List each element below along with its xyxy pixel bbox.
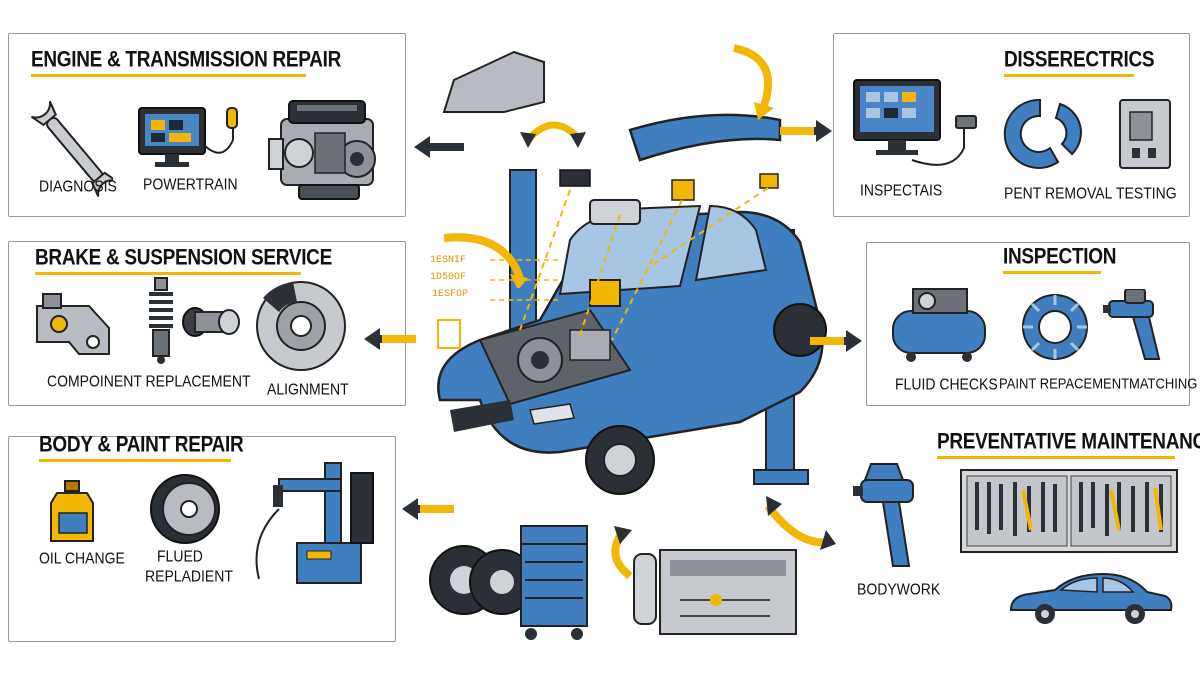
arrow-curved-top xyxy=(728,40,788,120)
callout-label-2: 1D50OF xyxy=(430,272,467,283)
arrow-right-inspection xyxy=(808,328,864,354)
wrench-icon xyxy=(31,92,113,204)
item-label-bodywork: BODYWORK xyxy=(857,580,941,598)
parts-washer-icon xyxy=(630,540,810,640)
panel-title: INSPECTION xyxy=(1003,245,1117,270)
item-label-diagnosis: DIAGNOSIS xyxy=(39,177,117,195)
item-label-component-replacement: COMPOINENT REPLACEMENT xyxy=(47,372,251,390)
item-label-pent-removal: PENT REMOVAL xyxy=(1004,184,1113,202)
item-label-oil-change: OIL CHANGE xyxy=(39,549,125,567)
title-underline xyxy=(1003,271,1101,274)
panel-title: ENGINE & TRANSMISSION REPAIR xyxy=(31,48,342,73)
panel-title: DISSERECTRICS xyxy=(1004,48,1155,73)
bushing-icon xyxy=(181,302,243,342)
arrow-left-brake xyxy=(362,326,418,352)
engine-icon xyxy=(259,89,399,209)
callout-label-1: 1ESNIF xyxy=(430,255,467,266)
gear-ring-icon xyxy=(1019,291,1091,363)
panel-title: PREVENTATIVE MAINTENANCE xyxy=(937,430,1200,455)
shock-absorber-icon xyxy=(141,276,181,366)
disserectrics-panel: DISSERECTRICS INSPECTAIS PENT REMOVAL TE… xyxy=(833,33,1190,217)
item-label-alignment: ALIGNMENT xyxy=(267,380,349,398)
callout-label-3: 1ESFOP xyxy=(432,289,469,300)
monitor-icon xyxy=(137,106,249,172)
oil-bottle-icon xyxy=(47,479,99,545)
title-underline xyxy=(35,272,301,275)
tire-changer-icon xyxy=(249,459,389,589)
item-label-testing: TESTING xyxy=(1116,184,1177,202)
arrow-curved-bottom-right xyxy=(760,490,840,560)
tool-cart-icon xyxy=(515,522,595,642)
brake-suspension-panel: BRAKE & SUSPENSION SERVICE COMPOINENT RE… xyxy=(8,241,406,406)
caliper-icon xyxy=(29,286,121,368)
sedan-icon xyxy=(1005,568,1175,628)
title-underline xyxy=(937,456,1175,459)
testing-device-icon xyxy=(1118,98,1174,172)
tool-board-icon xyxy=(959,468,1179,554)
brake-drum-icon xyxy=(145,473,225,545)
item-label-paint-matching: PAINT REPACEMENTMATCHING xyxy=(999,375,1198,392)
panel-title: BRAKE & SUSPENSION SERVICE xyxy=(35,246,332,271)
brake-rotor-icon xyxy=(249,278,353,374)
car-on-lift-icon xyxy=(420,30,840,510)
diagnostic-screen-icon xyxy=(852,78,982,188)
panel-title: BODY & PAINT REPAIR xyxy=(39,433,244,458)
item-label-inspectais: INSPECTAIS xyxy=(860,181,943,199)
title-underline xyxy=(39,459,231,462)
arrow-right-diss xyxy=(778,118,834,144)
engine-transmission-panel: ENGINE & TRANSMISSION REPAIR DIAGNOSIS P… xyxy=(8,33,406,217)
magnet-icon xyxy=(1002,94,1094,174)
preventative-maintenance-panel: PREVENTATIVE MAINTENANCE BODYWORK xyxy=(845,428,1200,642)
title-underline xyxy=(1004,74,1134,77)
arrow-curved-bottom-center xyxy=(600,520,650,580)
tires-icon xyxy=(428,530,538,625)
item-label-powertrain: POWERTRAIN xyxy=(143,175,238,193)
item-label-flued: FLUED xyxy=(157,547,203,565)
spray-gun-icon xyxy=(853,458,933,578)
arrow-left-body xyxy=(400,496,456,522)
air-compressor-icon xyxy=(887,283,991,365)
item-label-repladient: REPLADIENT xyxy=(145,567,233,585)
spray-gun-icon xyxy=(1103,289,1181,363)
inspection-panel: INSPECTION FLUID CHECKS PAINT REPACEMENT… xyxy=(866,242,1197,406)
arrow-left-engine xyxy=(412,134,466,160)
arrow-curved-top-left xyxy=(518,112,588,152)
arrow-curved-left-mid xyxy=(440,228,530,288)
title-underline xyxy=(31,74,306,77)
body-paint-panel: BODY & PAINT REPAIR OIL CHANGE FLUED REP… xyxy=(8,433,396,642)
item-label-fluid-checks: FLUID CHECKS xyxy=(895,375,998,393)
